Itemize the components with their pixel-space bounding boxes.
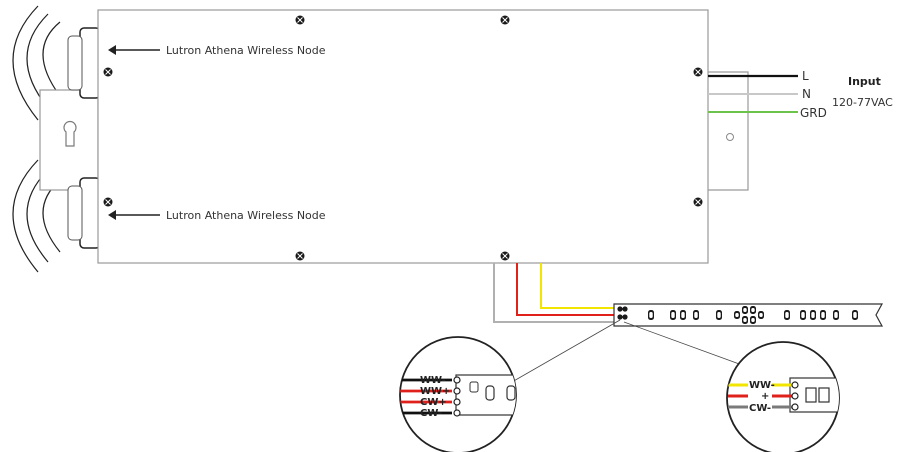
led-chip — [734, 311, 740, 319]
arrow-left-icon — [108, 45, 116, 55]
wireless-node-bottom — [67, 177, 101, 249]
input-title: Input — [848, 75, 881, 88]
screw-icon — [693, 197, 703, 207]
led-chip — [742, 306, 748, 314]
screw-icon — [295, 251, 305, 261]
detail-circle-right: WW- + CW- — [726, 341, 840, 452]
led-chip — [750, 306, 756, 314]
wire-red-out — [516, 263, 618, 316]
detail-left-wire-3: CW- — [420, 408, 442, 419]
led-strip — [613, 303, 884, 327]
wireless-node-top — [67, 27, 101, 99]
detail-left-wire-1: WW+ — [420, 386, 450, 397]
node-label-top: Lutron Athena Wireless Node — [166, 44, 326, 57]
strip-components — [617, 306, 858, 324]
led-chip — [680, 310, 686, 320]
screw-icon — [103, 67, 113, 77]
mounting-bracket-right — [708, 71, 749, 191]
led-chip — [852, 310, 858, 320]
keyhole-slot-icon — [63, 121, 77, 147]
output-wires — [493, 263, 618, 323]
mounting-hole — [726, 133, 734, 141]
wire-gray-out — [493, 263, 618, 323]
solder-pad — [617, 314, 623, 320]
detail-left-wire-0: WW- — [420, 375, 446, 386]
screw-icon — [500, 15, 510, 25]
detail-left-wire-2: CW+ — [420, 397, 447, 408]
led-chip — [750, 316, 756, 324]
screw-icon — [500, 251, 510, 261]
screw-icon — [295, 15, 305, 25]
led-chip — [742, 316, 748, 324]
led-chip — [670, 310, 676, 320]
label-neutral: N — [802, 87, 811, 101]
driver-enclosure — [97, 9, 709, 264]
detail-circle-left: WW- WW+ CW+ CW- — [399, 336, 517, 452]
label-line: L — [802, 69, 809, 83]
solder-pad — [622, 306, 628, 312]
node-label-bottom: Lutron Athena Wireless Node — [166, 209, 326, 222]
led-chip — [833, 310, 839, 320]
detail-right-wire-0: WW- — [749, 380, 775, 391]
input-voltage: 120-77VAC — [832, 96, 893, 109]
screw-icon — [103, 197, 113, 207]
leader-line-right — [623, 321, 743, 366]
node-label-bottom-group: Lutron Athena Wireless Node — [108, 209, 326, 222]
node-label-top-group: Lutron Athena Wireless Node — [108, 44, 326, 57]
led-chip — [693, 310, 699, 320]
led-chip — [820, 310, 826, 320]
screw-icon — [693, 67, 703, 77]
wire-yellow-out — [540, 263, 618, 309]
detail-right-wire-1: + — [761, 391, 769, 402]
led-chip — [716, 310, 722, 320]
screw-icons — [103, 15, 703, 261]
mounting-bracket-left — [39, 89, 99, 191]
solder-pad — [617, 306, 623, 312]
solder-pad — [622, 314, 628, 320]
leader-line-left — [511, 319, 621, 383]
detail-right-wire-2: CW- — [749, 403, 771, 414]
led-chip — [648, 310, 654, 320]
led-chip — [800, 310, 806, 320]
led-chip — [758, 311, 764, 319]
input-wires: L N GRD Input 120-77VAC — [708, 69, 893, 120]
led-chip — [784, 310, 790, 320]
arrow-left-icon — [108, 210, 116, 220]
label-ground: GRD — [800, 106, 827, 120]
led-chip — [810, 310, 816, 320]
